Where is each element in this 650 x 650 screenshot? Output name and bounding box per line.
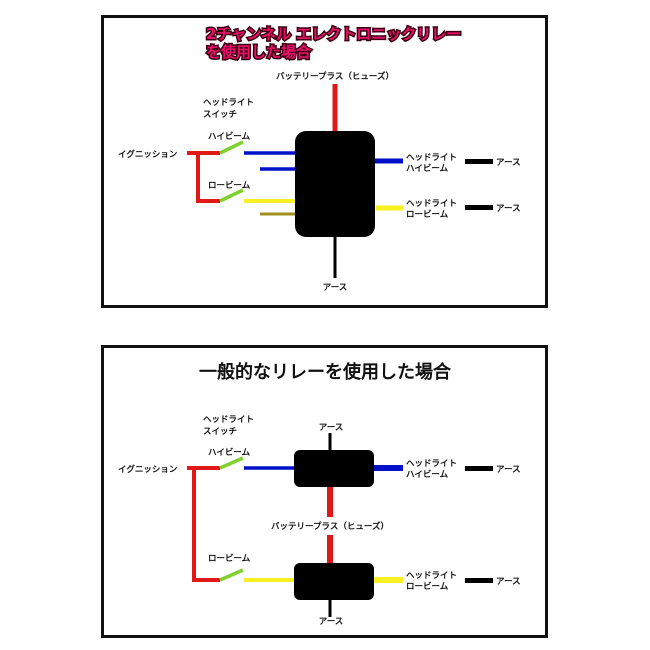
out-low-label-2: ロービーム: [406, 209, 449, 220]
switch-label-1: ヘッドライト: [203, 98, 254, 108]
ground-top-label: アース: [319, 423, 344, 433]
out-high-label-2: ハイビーム: [406, 469, 449, 480]
ground-low-label: アース: [496, 577, 521, 587]
out-high-label-2: ハイビーム: [406, 163, 449, 174]
panel-standard-relay: 一般的なリレーを使用した場合 ヘッドライト スイッチ ハイビーム ロービーム イ…: [101, 345, 548, 638]
ground-bar-low: [465, 205, 493, 210]
ground-bar-high: [465, 466, 493, 471]
ground-bottom-label: アース: [319, 617, 344, 627]
switch-label-2: スイッチ: [203, 427, 237, 437]
ground-high-label: アース: [496, 158, 521, 168]
out-high-label-1: ヘッドライト: [406, 153, 457, 163]
high-switch: [219, 456, 244, 470]
relay-box-low: [294, 563, 374, 600]
ignition-wire: [187, 466, 220, 582]
low-beam-label: ロービーム: [208, 553, 251, 564]
out-low-label-1: ヘッドライト: [406, 571, 457, 581]
ground-bar-low: [465, 578, 493, 583]
ground-high-label: アース: [496, 465, 521, 475]
relay-box-high: [294, 450, 374, 487]
out-low-label-1: ヘッドライト: [406, 199, 457, 209]
battery-label: バッテリープラス（ヒューズ）: [276, 71, 394, 82]
battery-label: バッテリープラス（ヒューズ）: [271, 521, 389, 532]
low-switch: [219, 568, 244, 582]
ignition-wire: [187, 151, 220, 203]
ignition-label: イグニッション: [118, 464, 178, 475]
ground-bottom-label: アース: [323, 283, 348, 293]
low-beam-label: ロービーム: [208, 180, 251, 191]
switch-label-1: ヘッドライト: [203, 415, 254, 425]
switch-label-2: スイッチ: [203, 110, 237, 120]
high-switch: [219, 140, 244, 155]
panel-title: 一般的なリレーを使用した場合: [199, 361, 452, 383]
panel-title-line1: 2チャンネル エレクトロニックリレー: [206, 25, 461, 43]
ground-low-label: アース: [496, 204, 521, 214]
high-beam-label: ハイビーム: [208, 131, 251, 142]
ignition-label: イグニッション: [118, 149, 178, 160]
low-switch: [219, 188, 244, 203]
relay-box: [295, 131, 375, 237]
out-low-label-2: ロービーム: [406, 581, 449, 592]
out-high-label-1: ヘッドライト: [406, 459, 457, 469]
ground-bar-high: [465, 159, 493, 164]
panel-title-line2: を使用した場合: [206, 43, 312, 61]
high-beam-label: ハイビーム: [208, 447, 251, 458]
panel-electronic-relay: 2チャンネル エレクトロニックリレー を使用した場合 バッテリープラス（ヒューズ…: [101, 15, 548, 308]
